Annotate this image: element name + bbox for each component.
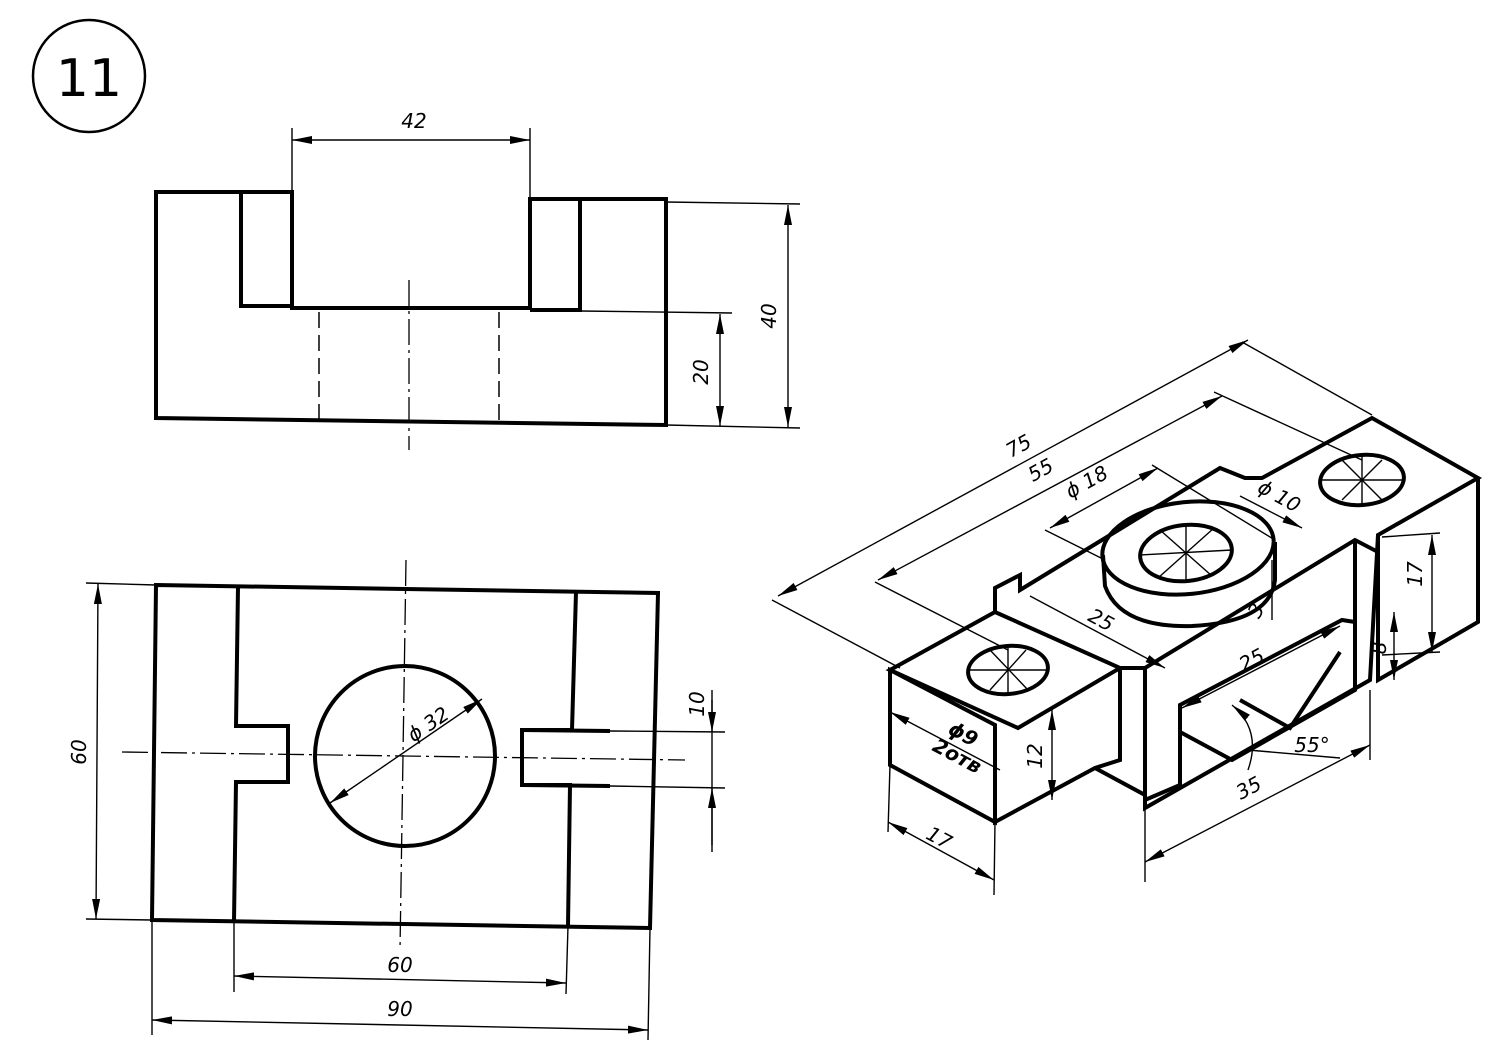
dim-line-phi18 xyxy=(1049,467,1159,529)
dim-line-25-top xyxy=(1029,595,1166,669)
sheet-number-badge: 11 xyxy=(31,18,147,134)
dim-20: 20 xyxy=(689,359,713,384)
dim-line-75 xyxy=(777,339,1249,597)
iso-left-block-side xyxy=(993,668,1122,826)
front-view: 42 40 20 xyxy=(154,109,801,450)
dim-60-vertical: 60 xyxy=(67,739,91,764)
dim-line-60-horizontal xyxy=(233,972,567,987)
top-view: ϕ 32 60 60 90 10 xyxy=(67,559,726,1041)
dim-17-bottom: 17 xyxy=(922,821,956,854)
iso-right-hole xyxy=(1318,452,1406,508)
iso-middle-top xyxy=(993,415,1483,670)
dim-17-vertical: 17 xyxy=(1403,561,1427,587)
dim-line-35 xyxy=(1144,744,1371,863)
dim-8: 8 xyxy=(1367,642,1391,655)
top-view-right-inner xyxy=(520,591,578,927)
dim-55: 55 xyxy=(1024,453,1058,486)
dim-line-17-bottom xyxy=(887,821,995,881)
front-view-outline xyxy=(154,190,668,428)
dim-line-55 xyxy=(877,395,1223,581)
dim-line-60-vertical xyxy=(92,583,102,920)
dim-60-horizontal: 60 xyxy=(387,953,412,977)
top-view-slot-edges xyxy=(521,728,611,788)
dim-90: 90 xyxy=(387,997,412,1021)
dim-phi18: ϕ 18 xyxy=(1061,460,1112,503)
dim-35: 35 xyxy=(1232,771,1266,804)
sheet-number: 11 xyxy=(56,49,122,109)
dim-40: 40 xyxy=(757,303,781,328)
dim-line-phi32 xyxy=(329,698,483,804)
dim-line-90 xyxy=(151,1016,649,1034)
dim-55deg: 55° xyxy=(1294,733,1329,757)
dim-12: 12 xyxy=(1023,743,1047,768)
front-view-left-wall xyxy=(239,193,292,308)
top-view-bore-circle xyxy=(313,664,497,848)
dim-25-top: 25 xyxy=(1084,603,1118,636)
dim-10: 10 xyxy=(685,691,709,716)
dim-leader-phi9 xyxy=(889,711,1001,771)
dim-42: 42 xyxy=(401,109,426,133)
iso-middle-side xyxy=(1094,766,1146,797)
dim-phi32: ϕ 32 xyxy=(403,702,454,747)
front-view-right-wall xyxy=(530,199,582,312)
dim-line-25-slot xyxy=(1181,625,1341,709)
dim-line-phi10 xyxy=(1239,495,1303,529)
dim-75: 75 xyxy=(1002,429,1036,462)
dim-phi10: ϕ 10 xyxy=(1254,474,1305,517)
iso-left-hole xyxy=(966,643,1050,697)
iso-boss-top xyxy=(1100,499,1276,597)
isometric-view: 75 55 ϕ 18 ϕ 10 3 25 25 17 8 12 xyxy=(771,339,1483,896)
